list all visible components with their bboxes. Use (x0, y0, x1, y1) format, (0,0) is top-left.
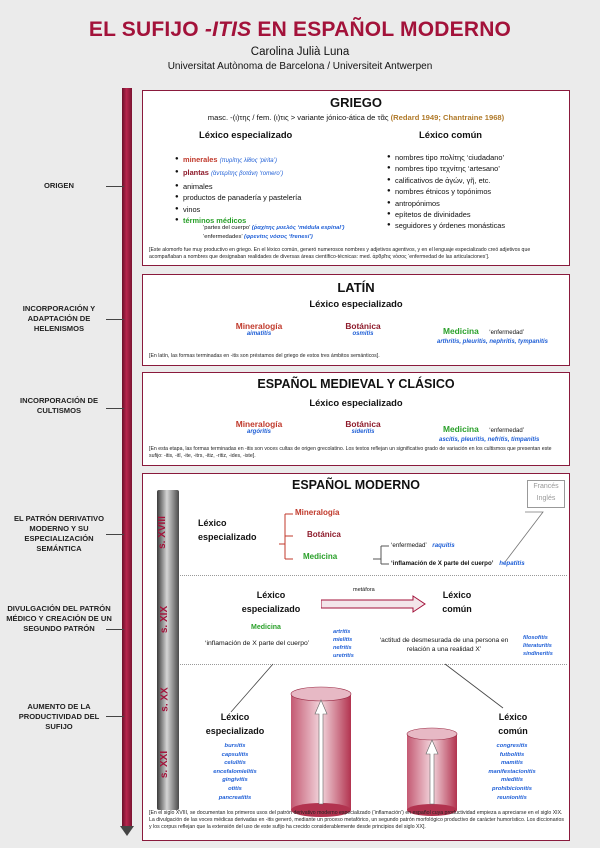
moderno-heading: ESPAÑOL MODERNO (291, 478, 421, 492)
griego-note: [Este alomorfo fue muy productivo en gri… (149, 247, 531, 260)
s19-lexico-right: Léxico común (442, 590, 472, 614)
latin-subtitle: Léxico especializado (309, 298, 403, 309)
tick (106, 319, 124, 320)
list-item: nombres étnicos y topónimos (387, 186, 567, 198)
list-item: productos de panadería y pastelería (175, 192, 375, 204)
griego-heading: GRIEGO (329, 95, 382, 110)
s18-enfermedad: ‘enfermedad’ raquitis (391, 542, 455, 549)
label-productividad: AUMENTO DE LA PRODUCTIVIDAD DEL SUFIJO (18, 702, 100, 731)
s19-actitud: ‘actitud de desmesurada de una persona e… (379, 637, 509, 653)
latin-heading: LATÍN (337, 280, 375, 295)
list-item: nombres tipo τεχνίτης ‘artesano’ (387, 163, 567, 175)
s19-inflamacion: ‘inflamación de X parte del cuerpo’ (205, 640, 310, 647)
griego-col1-title: Léxico especializado (199, 129, 293, 140)
list-item: plantas (ἀντερίτης βοτάνη ‘romero’) (175, 167, 375, 180)
panel-griego: GRIEGO masc. -(ι)της / fem. (ι)τις > var… (142, 90, 570, 266)
label-origen: ORIGEN (44, 181, 74, 190)
s18-medicina: Medicina (303, 552, 338, 561)
century-s18: s. XVIII (156, 516, 168, 549)
griego-subtitle: masc. -(ι)της / fem. (ι)τις > variante j… (207, 113, 505, 122)
tick (106, 716, 124, 717)
metafora-arrow (321, 595, 426, 613)
panel-moderno: ESPAÑOL MODERNO s. XVIII s. XIX s. XX s.… (142, 473, 570, 841)
list-item: vinos (175, 204, 375, 216)
panel-latin: LATÍN Léxico especializado Mineralogía a… (142, 274, 570, 366)
latin-field-mineralogia: Mineralogía aimatitis (235, 321, 283, 337)
divider (171, 575, 567, 576)
panel-medieval: ESPAÑOL MEDIEVAL Y CLÁSICO Léxico especi… (142, 372, 570, 466)
list-item: antropónimos (387, 198, 567, 210)
latin-field-botanica: Botánica osmitis (345, 321, 381, 337)
latin-field-medicina: Medicina ‘enfermedad’ arthritis, pleurit… (437, 326, 549, 345)
medieval-note: [En esta etapa, las formas terminadas en… (149, 446, 552, 459)
medieval-field-botanica: Botánica sideritis (345, 419, 381, 435)
griego-medical-sub: ‘partes del cuerpo’ (ῥαχίτης μυελός ‘méd… (203, 225, 345, 240)
griego-common-list: nombres tipo πολίτης ‘ciudadano’ nombres… (387, 152, 567, 232)
list-item: nombres tipo πολίτης ‘ciudadano’ (387, 152, 567, 164)
s18-branch-lines (279, 511, 544, 565)
century-bar (157, 490, 179, 810)
list-item: términos médicos (175, 215, 375, 227)
tick (106, 534, 124, 535)
griego-col2-title: Léxico común (419, 129, 483, 140)
s20-lexico-left: Léxico especializado (205, 712, 265, 736)
productivity-cylinders (230, 663, 504, 817)
medieval-heading: ESPAÑOL MEDIEVAL Y CLÁSICO (257, 377, 455, 391)
author: Carolina Julià Luna (250, 46, 350, 58)
medieval-field-medicina: Medicina ‘enfermedad’ ascitis, pleuritis… (439, 424, 540, 443)
list-item: animales (175, 181, 375, 193)
s19-lexico-left: Léxico especializado (241, 590, 301, 614)
s18-inflamacion: ‘inflamación de X parte del cuerpo’ hepa… (391, 560, 525, 567)
s18-mineralogia: Mineralogía (295, 508, 340, 517)
tick (106, 408, 124, 409)
griego-special-list: minerales (πυρίτης λίθος ‘pirita’) plant… (175, 154, 375, 227)
s18-botanica: Botánica (307, 530, 341, 539)
label-divulgacion: DIVULGACIÓN DEL PATRÓN MÉDICO Y CREACIÓN… (6, 604, 112, 633)
latin-note: [En latín, las formas terminadas en -iti… (149, 353, 380, 359)
list-item: seguidores y órdenes monásticas (387, 220, 567, 232)
label-cultismos: INCORPORACIÓN DE CULTISMOS (19, 396, 99, 415)
list-item: minerales (πυρίτης λίθος ‘pirita’) (175, 154, 375, 167)
label-helenismos: INCORPORACIÓN Y ADAPTACIÓN DE HELENISMOS (22, 304, 96, 333)
timeline-bar (122, 88, 132, 826)
century-s19: s. XIX (159, 605, 171, 634)
tick (106, 186, 124, 187)
label-patron: EL PATRÓN DERIVATIVO MODERNO Y SU ESPECI… (13, 514, 104, 553)
page-title: EL SUFIJO -ITIS EN ESPAÑOL MODERNO (88, 18, 512, 41)
affiliation: Universitat Autònoma de Barcelona / Univ… (167, 61, 433, 72)
list-item: calificativos de ἀγών, γῆ, etc. (387, 175, 567, 187)
medieval-subtitle: Léxico especializado (309, 397, 403, 408)
s19-medicina: Medicina (251, 624, 281, 631)
s19-metafora: metáfora (353, 587, 375, 593)
tick (106, 629, 124, 630)
moderno-note: [En el siglo XVIII, se documentan los pr… (149, 810, 564, 830)
timeline-arrow (120, 826, 134, 836)
list-item: epítetos de divinidades (387, 209, 567, 221)
s20-lexico-right: Léxico común (498, 712, 528, 736)
s18-lexico: Léxico especializado (198, 518, 257, 542)
medieval-field-mineralogia: Mineralogía argóritis (235, 419, 283, 435)
divider (171, 664, 567, 665)
